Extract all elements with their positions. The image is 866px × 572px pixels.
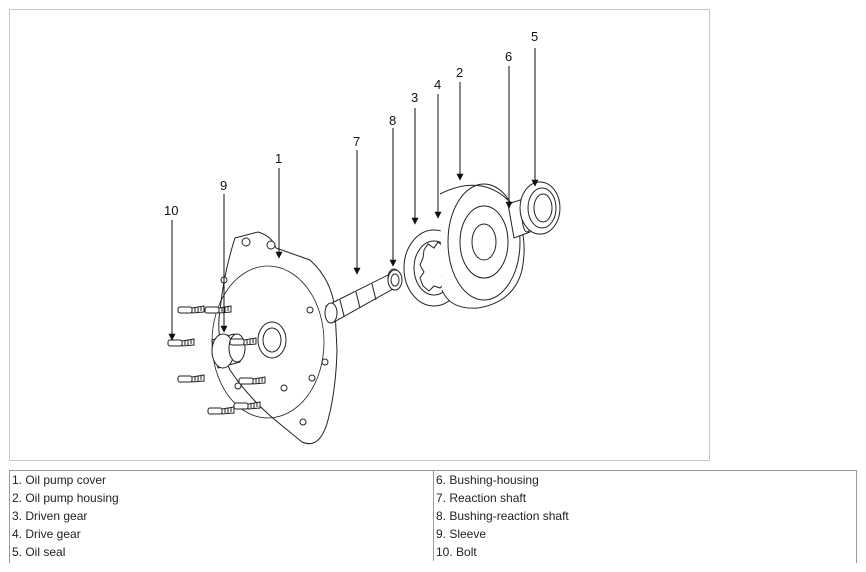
leader-lines [168, 48, 539, 341]
legend-row: 5. Oil seal 10. Bolt [10, 543, 856, 561]
legend-item-drive-gear: 4. Drive gear [10, 525, 434, 543]
oil-pump-diagram: 1 2 3 4 5 6 7 8 9 10 [164, 29, 561, 445]
legend-item-sleeve: 9. Sleeve [436, 527, 487, 541]
legend-item-driven-gear: 3. Driven gear [10, 507, 434, 525]
exploded-view-figure: 1 2 3 4 5 6 7 8 9 10 [9, 9, 710, 461]
oil-seal-part [519, 181, 561, 235]
callout-6: 6 [505, 49, 512, 64]
callout-3: 3 [411, 90, 418, 105]
callout-7: 7 [353, 134, 360, 149]
legend-item-bolt: 10. Bolt [436, 545, 477, 559]
bolt-6 [238, 376, 266, 385]
legend-item-bushing-reaction-shaft: 8. Bushing-reaction shaft [436, 509, 569, 523]
bolt-1 [177, 305, 205, 314]
callout-4: 4 [434, 77, 441, 92]
legend-row: 2. Oil pump housing 7. Reaction shaft [10, 489, 856, 507]
callout-5: 5 [531, 29, 538, 44]
oil-pump-housing-part [439, 183, 525, 309]
legend-table: 1. Oil pump cover 6. Bushing-housing 2. … [10, 471, 856, 561]
callout-9: 9 [220, 178, 227, 193]
callout-1: 1 [275, 151, 282, 166]
legend-item-oil-pump-cover: 1. Oil pump cover [10, 471, 434, 489]
bolt-3 [167, 338, 195, 347]
bolt-2 [204, 305, 232, 314]
oil-pump-cover-part [211, 231, 338, 445]
bolt-4 [229, 337, 257, 346]
callout-10: 10 [164, 203, 178, 218]
legend-item-oil-pump-housing: 2. Oil pump housing [10, 489, 434, 507]
bolt-7 [207, 406, 235, 415]
callout-8: 8 [389, 113, 396, 128]
legend-row: 1. Oil pump cover 6. Bushing-housing [10, 471, 856, 489]
legend-row: 3. Driven gear 8. Bushing-reaction shaft [10, 507, 856, 525]
bushing-reaction-shaft-part [387, 269, 403, 291]
bolt-group [167, 305, 266, 415]
bolt-5 [177, 374, 205, 383]
legend-row: 4. Drive gear 9. Sleeve [10, 525, 856, 543]
bolt-8 [233, 401, 261, 410]
legend-item-reaction-shaft: 7. Reaction shaft [436, 491, 527, 505]
callout-labels: 1 2 3 4 5 6 7 8 9 10 [164, 29, 538, 218]
parts-legend-table: 1. Oil pump cover 6. Bushing-housing 2. … [9, 470, 857, 563]
legend-item-bushing-housing: 6. Bushing-housing [436, 473, 539, 487]
callout-2: 2 [456, 65, 463, 80]
legend-item-oil-seal: 5. Oil seal [10, 543, 434, 561]
